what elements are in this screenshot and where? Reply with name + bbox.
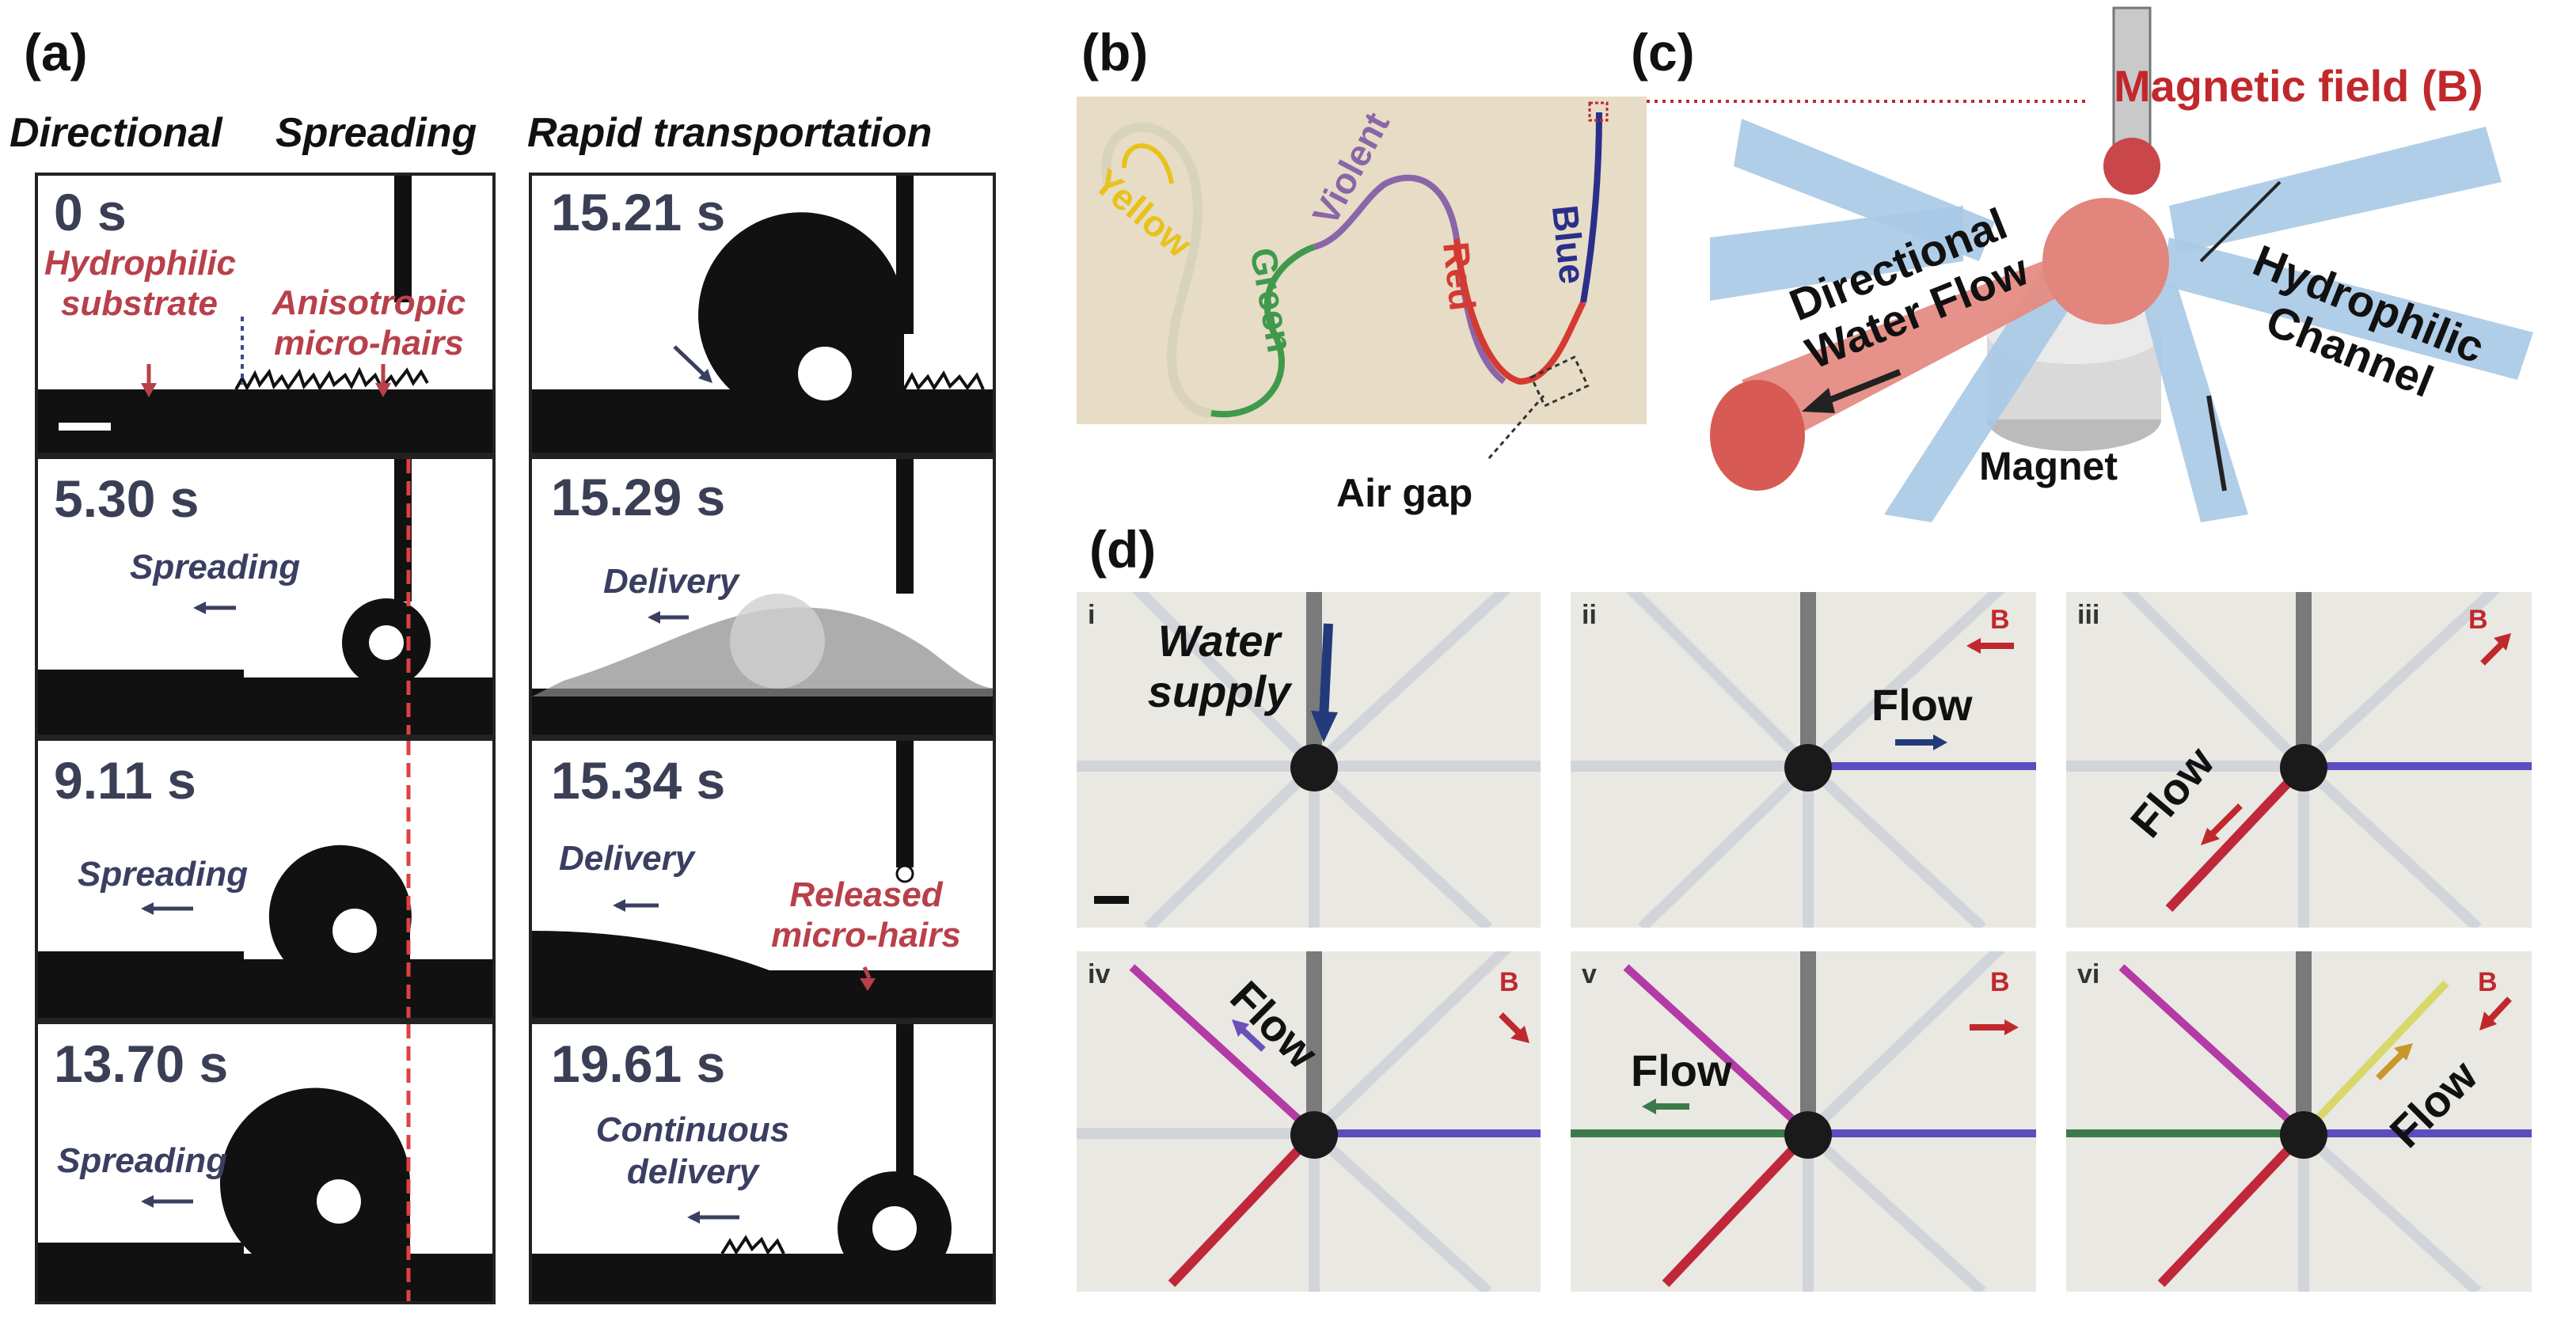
frame-right-0-time: 15.21 s [551,183,726,241]
field-symbol-iii: B [2468,605,2488,635]
magnetic-field-label: Magnetic field (B) [2114,61,2483,111]
air-gap-label: Air gap [1336,471,1473,515]
panel-c-diagram [1662,0,2573,554]
frame-right-3-time: 19.61 s [551,1034,726,1093]
frame-left-3-time: 13.70 s [54,1034,229,1093]
field-symbol-iv: B [1499,967,1519,997]
field-symbol-v: B [1990,967,2010,997]
subpanel-i: i Water supply [1077,592,1541,928]
subpanel-v: v B Flow [1571,951,2036,1292]
panel-c-label: (c) [1631,23,1695,82]
panel-a-label: (a) [24,23,88,82]
frame-right-1-drawing [532,459,993,734]
frame-left-3-caption: Spreading [57,1141,228,1180]
subpanel-ii-drawing [1571,592,2036,928]
panel-c-drawing [1710,6,2533,522]
annotation-hydrophilic-substrate: Hydrophilic substrate [44,244,237,324]
frame-left-1-drawing [38,459,492,734]
subpanel-v-drawing [1571,951,2036,1292]
frame-left-2-caption: Spreading [78,855,249,894]
subpanel-vi-index: vi [2077,959,2100,989]
frame-right-2-caption: Delivery [559,839,695,878]
frame-right-3: 19.61 s Continuous delivery [529,1021,996,1304]
frame-left-0-drawing [38,176,492,453]
panel-d-label: (d) [1089,520,1157,579]
frame-left-2-time: 9.11 s [54,751,196,810]
annotation-anisotropic-micro-hairs-text: Anisotropic micro-hairs [272,283,466,362]
annotation-released-micro-hairs: Released micro-hairs [739,875,993,955]
subpanel-i-drawing [1077,592,1541,928]
panel-b-tubes [1101,101,1609,418]
frame-right-2: 15.34 s Delivery Released micro-hairs [529,738,996,1021]
panel-b-label: (b) [1081,23,1149,82]
annotation-hydrophilic-substrate-text: Hydrophilic substrate [44,244,237,323]
frame-left-3: 13.70 s Spreading [35,1021,496,1304]
subpanel-ii-index: ii [1582,600,1597,630]
frame-left-2-drawing [38,741,492,1018]
frame-left-0: 0 s Hydrophilic substrate Anisotropic mi… [35,173,496,456]
frame-right-2-time: 15.34 s [551,751,726,810]
subpanel-iii: iii B Flow [2066,592,2532,928]
heading-rapid-transportation: Rapid transportation [527,110,933,156]
subpanel-iv: iv B Flow [1077,951,1541,1292]
field-symbol-ii: B [1990,605,2010,635]
panel-b-photo: Yellow Green Violent Red Blue [1077,97,1647,424]
subpanel-iii-drawing [2066,592,2532,928]
tube-label-red: Red [1435,240,1484,313]
frame-left-3-drawing [38,1024,492,1301]
heading-spreading: Spreading [275,110,477,156]
subpanel-i-index: i [1088,600,1096,630]
frame-left-1-time: 5.30 s [54,469,199,528]
frame-right-0-drawing [532,176,993,453]
frame-right-2-drawing [532,741,993,1018]
frame-right-3-caption: Continuous delivery [595,1110,790,1191]
frame-right-0: 15.21 s [529,173,996,456]
subpanel-iii-index: iii [2077,600,2100,630]
frame-right-1-time: 15.29 s [551,468,726,526]
frame-left-1-caption: Spreading [130,548,301,586]
frame-right-3-drawing [532,1024,993,1301]
subpanel-v-text: Flow [1631,1046,1732,1095]
frame-left-2: 9.11 s Spreading [35,738,496,1021]
frame-right-1-caption: Delivery [603,562,739,601]
tube-label-blue: Blue [1544,203,1594,287]
subpanel-i-text: Water supply [1147,616,1291,717]
subpanel-v-index: v [1582,959,1597,989]
subpanel-iv-index: iv [1088,959,1111,989]
frame-left-0-time: 0 s [54,183,127,241]
subpanel-ii-text: Flow [1871,680,1973,730]
subpanel-vi: vi B Flow [2066,951,2532,1292]
subpanel-ii: ii B Flow [1571,592,2036,928]
frame-left-1: 5.30 s Spreading [35,456,496,738]
subpanel-vi-drawing [2066,951,2532,1292]
annotation-released-micro-hairs-text: Released micro-hairs [771,875,961,955]
annotation-anisotropic-micro-hairs: Anisotropic micro-hairs [250,283,488,363]
magnet-label: Magnet [1979,444,2118,488]
frame-right-1: 15.29 s Delivery [529,456,996,738]
field-symbol-vi: B [2478,967,2498,997]
heading-directional: Directional [9,110,222,156]
subpanel-iv-drawing [1077,951,1541,1292]
